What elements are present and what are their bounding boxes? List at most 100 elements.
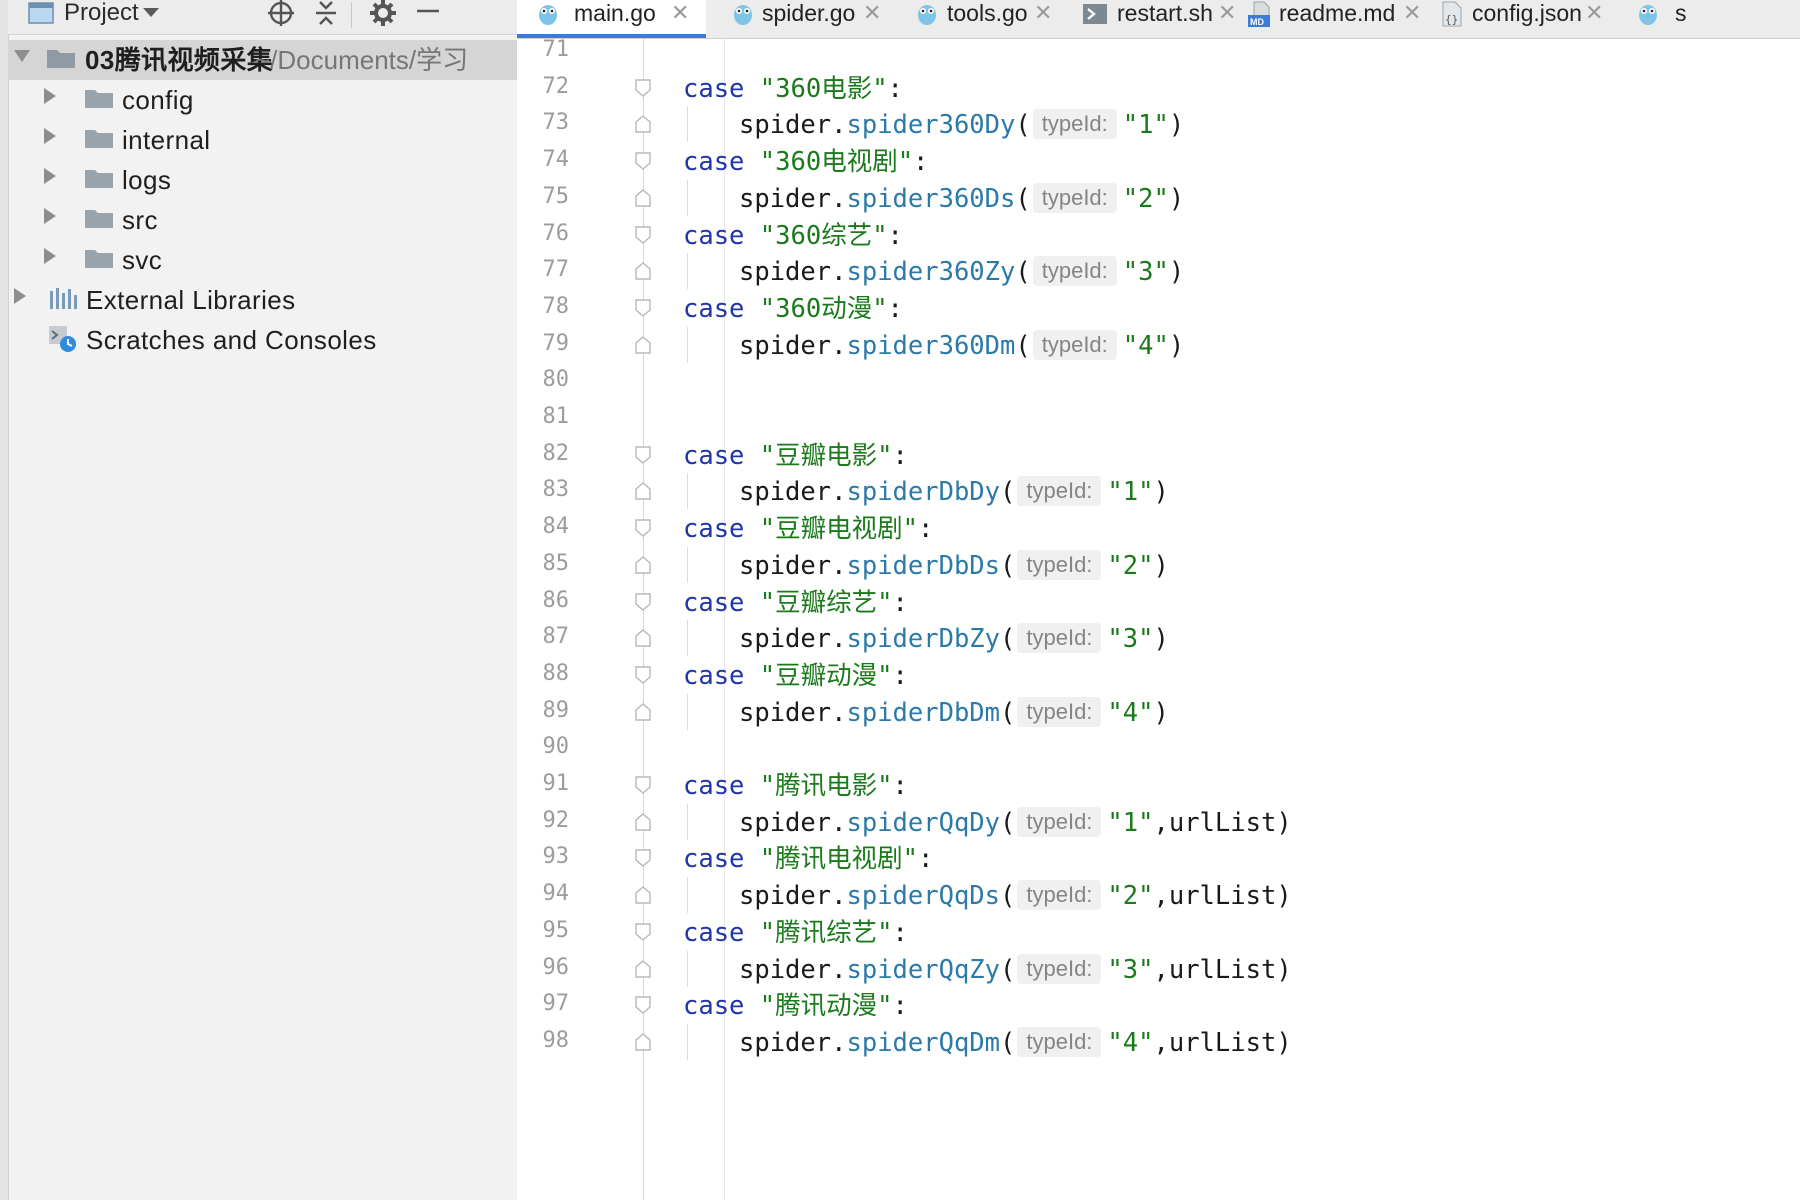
chevron-right-icon[interactable] <box>44 128 56 144</box>
fold-open-icon[interactable] <box>634 78 652 98</box>
fold-open-icon[interactable] <box>634 848 652 868</box>
case-line[interactable]: case "腾讯电视剧": <box>683 838 933 880</box>
parameter-hint: typeId: <box>1032 109 1117 140</box>
fold-open-icon[interactable] <box>634 298 652 318</box>
tab-main-go[interactable]: main.go ✕ <box>517 0 706 38</box>
fold-open-icon[interactable] <box>634 995 652 1015</box>
project-view-title[interactable]: Project <box>64 0 139 26</box>
tree-external-libraries[interactable]: External Libraries <box>8 280 517 320</box>
tab-restart-sh[interactable]: restart.sh ✕ <box>1050 0 1236 38</box>
method-name: spiderDbDs <box>846 550 1001 581</box>
open-paren: ( <box>1000 807 1016 838</box>
case-line[interactable]: case "豆瓣电视剧": <box>683 508 933 550</box>
close-icon[interactable]: ✕ <box>671 0 690 25</box>
hide-panel-icon[interactable] <box>413 0 443 28</box>
close-icon[interactable]: ✕ <box>863 0 882 25</box>
fold-close-icon[interactable] <box>634 702 652 722</box>
tree-folder-src[interactable]: src <box>8 200 517 240</box>
tree-folder-config[interactable]: config <box>8 80 517 120</box>
line-number: 92 <box>542 807 570 833</box>
tab-spider-go[interactable]: spider.go ✕ <box>706 0 884 38</box>
tree-root-row[interactable]: 03腾讯视频采集 ~/Documents/学习 <box>8 40 517 80</box>
fold-open-icon[interactable] <box>634 592 652 612</box>
call-line[interactable]: spider.spiderDbZy(typeId:"3") <box>739 618 1169 660</box>
close-icon[interactable]: ✕ <box>1034 0 1053 25</box>
case-label: "豆瓣动漫" <box>759 660 893 691</box>
parameter-hint: typeId: <box>1017 696 1102 727</box>
tree-folder-internal[interactable]: internal <box>8 120 517 160</box>
chevron-right-icon[interactable] <box>44 248 56 264</box>
case-line[interactable]: case "360动漫": <box>683 288 903 330</box>
line-number: 97 <box>542 991 570 1017</box>
chevron-right-icon[interactable] <box>44 88 56 104</box>
fold-close-icon[interactable] <box>634 959 652 979</box>
call-line[interactable]: spider.spiderDbDy(typeId:"1") <box>739 471 1169 513</box>
tab-config-json[interactable]: {} config.json ✕ <box>1417 0 1617 38</box>
tab-s[interactable]: s <box>1617 0 1800 38</box>
tab-tools-go[interactable]: tools.go ✕ <box>884 0 1053 38</box>
fold-close-icon[interactable] <box>634 628 652 648</box>
fold-open-icon[interactable] <box>634 518 652 538</box>
dot: . <box>831 697 847 728</box>
fold-close-icon[interactable] <box>634 335 652 355</box>
case-line[interactable]: case "豆瓣电影": <box>683 435 908 477</box>
line-number: 90 <box>542 734 570 760</box>
case-line[interactable]: case "腾讯动漫": <box>683 985 908 1027</box>
fold-open-icon[interactable] <box>634 151 652 171</box>
chevron-right-icon[interactable] <box>44 168 56 184</box>
gear-icon[interactable] <box>368 0 398 28</box>
chevron-down-icon[interactable] <box>14 50 30 62</box>
chevron-down-icon[interactable] <box>143 8 159 17</box>
line-number: 77 <box>542 257 570 283</box>
colon: : <box>887 220 903 251</box>
case-line[interactable]: case "豆瓣综艺": <box>683 582 908 624</box>
tree-folder-logs[interactable]: logs <box>8 160 517 200</box>
dot: . <box>831 550 847 581</box>
fold-open-icon[interactable] <box>634 922 652 942</box>
locate-file-icon[interactable] <box>266 0 296 28</box>
fold-open-icon[interactable] <box>634 775 652 795</box>
call-line[interactable]: spider.spiderQqDy(typeId:"1",urlList) <box>739 802 1292 844</box>
fold-close-icon[interactable] <box>634 1032 652 1052</box>
case-line[interactable]: case "腾讯电影": <box>683 765 908 807</box>
line-number: 75 <box>542 183 570 209</box>
call-line[interactable]: spider.spider360Zy(typeId:"3") <box>739 251 1184 293</box>
fold-open-icon[interactable] <box>634 665 652 685</box>
chevron-right-icon[interactable] <box>44 208 56 224</box>
case-line[interactable]: case "360电视剧": <box>683 141 928 183</box>
tab-readme-md[interactable]: MD readme.md ✕ <box>1228 0 1421 38</box>
fold-close-icon[interactable] <box>634 261 652 281</box>
case-line[interactable]: case "360电影": <box>683 68 903 110</box>
receiver: spider <box>739 257 832 288</box>
fold-close-icon[interactable] <box>634 114 652 134</box>
fold-close-icon[interactable] <box>634 188 652 208</box>
call-line[interactable]: spider.spiderQqDs(typeId:"2",urlList) <box>739 875 1292 917</box>
tree-folder-svc[interactable]: svc <box>8 240 517 280</box>
case-line[interactable]: case "腾讯综艺": <box>683 912 908 954</box>
colon: : <box>892 771 908 801</box>
tree-scratches[interactable]: Scratches and Consoles <box>8 320 517 360</box>
chevron-right-icon[interactable] <box>14 288 26 304</box>
case-line[interactable]: case "豆瓣动漫": <box>683 655 908 697</box>
close-paren: ) <box>1276 881 1292 912</box>
receiver: spider <box>739 110 832 141</box>
call-line[interactable]: spider.spiderDbDs(typeId:"2") <box>739 545 1169 587</box>
fold-close-icon[interactable] <box>634 555 652 575</box>
close-icon[interactable]: ✕ <box>1585 0 1604 25</box>
call-line[interactable]: spider.spider360Dm(typeId:"4") <box>739 325 1184 367</box>
fold-close-icon[interactable] <box>634 885 652 905</box>
fold-close-icon[interactable] <box>634 812 652 832</box>
call-line[interactable]: spider.spiderQqDm(typeId:"4",urlList) <box>739 1022 1292 1064</box>
call-line[interactable]: spider.spiderQqZy(typeId:"3",urlList) <box>739 949 1292 991</box>
fold-close-icon[interactable] <box>634 481 652 501</box>
call-line[interactable]: spider.spider360Dy(typeId:"1") <box>739 104 1184 146</box>
close-icon[interactable]: ✕ <box>1218 0 1237 25</box>
fold-open-icon[interactable] <box>634 225 652 245</box>
case-line[interactable]: case "360综艺": <box>683 215 903 257</box>
call-line[interactable]: spider.spider360Ds(typeId:"2") <box>739 178 1184 220</box>
fold-open-icon[interactable] <box>634 445 652 465</box>
call-line[interactable]: spider.spiderDbDm(typeId:"4") <box>739 692 1169 734</box>
close-icon[interactable]: ✕ <box>1403 0 1422 25</box>
collapse-all-icon[interactable] <box>311 0 341 28</box>
